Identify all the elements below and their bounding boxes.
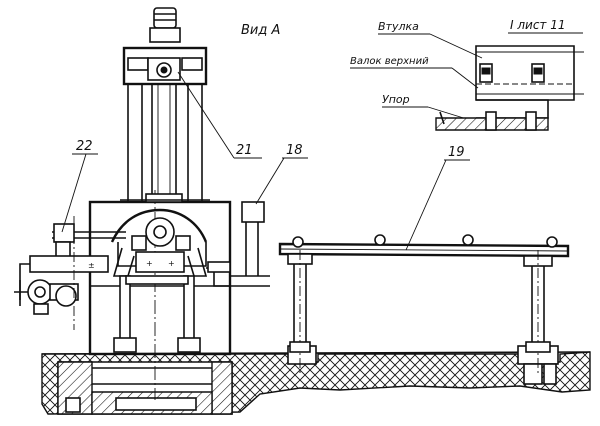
view-label: Вид А [241,23,280,38]
svg-text:+: + [146,259,153,268]
inset-detail: Втулка Валок верхний Упор [350,20,584,131]
roller-mechanism: + + [110,208,270,353]
callout-19: 19 [448,145,465,160]
cylinder-assembly [120,7,210,203]
part-18 [241,201,265,276]
sheet-label: I лист 11 [510,18,566,32]
side-mechanism: ± [14,216,126,330]
callout-22: 22 [76,139,93,154]
callout-18: 18 [286,143,303,158]
inset-label-upper-shaft: Валок верхний [350,56,429,67]
svg-text:±: ± [88,261,95,270]
callout-21: 21 [236,143,253,158]
inset-label-bushing: Втулка [378,20,419,33]
inset-label-stop: Упор [382,93,410,106]
conveyor-table [278,234,570,374]
foundation [41,345,591,415]
svg-text:+: + [168,259,175,268]
